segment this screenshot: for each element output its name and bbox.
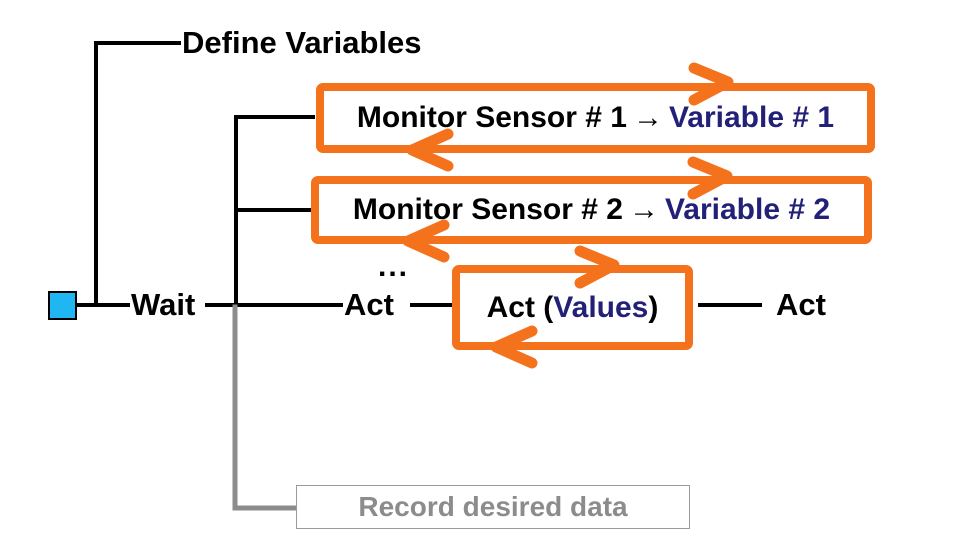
act-values-prefix: Act (: [486, 290, 554, 324]
node-act-right: Act: [776, 287, 826, 322]
monitor-sensor-2-arrow-glyph: →: [628, 193, 659, 226]
record-desired-data-box[interactable]: Record desired data: [296, 485, 690, 529]
monitor-sensor-2-variable: Variable # 2: [664, 193, 831, 226]
node-wait: Wait: [131, 287, 196, 322]
loop-box-monitor-sensor-2[interactable]: Monitor Sensor # 2→Variable # 2: [311, 176, 872, 244]
loop-box-act-values[interactable]: Act (Values): [452, 265, 693, 350]
record-desired-data-label: Record desired data: [358, 491, 628, 522]
start-marker: [48, 291, 77, 320]
node-act-left: Act: [344, 287, 394, 322]
act-values-tail: ): [648, 290, 659, 324]
node-ellipsis: ...: [378, 250, 410, 283]
monitor-sensor-1-prefix: Monitor Sensor # 1: [356, 101, 627, 134]
monitor-sensor-2-prefix: Monitor Sensor # 2: [352, 193, 623, 226]
wire-wait-to-define: [94, 41, 181, 307]
monitor-sensor-1-variable: Variable # 1: [668, 101, 835, 134]
wire-gray-to-record: [232, 304, 299, 511]
node-define-variables: Define Variables: [182, 25, 422, 60]
monitor-sensor-1-arrow-glyph: →: [632, 101, 663, 134]
loop-box-monitor-sensor-1[interactable]: Monitor Sensor # 1→Variable # 1: [316, 83, 875, 153]
act-values-variable: Values: [553, 290, 649, 324]
